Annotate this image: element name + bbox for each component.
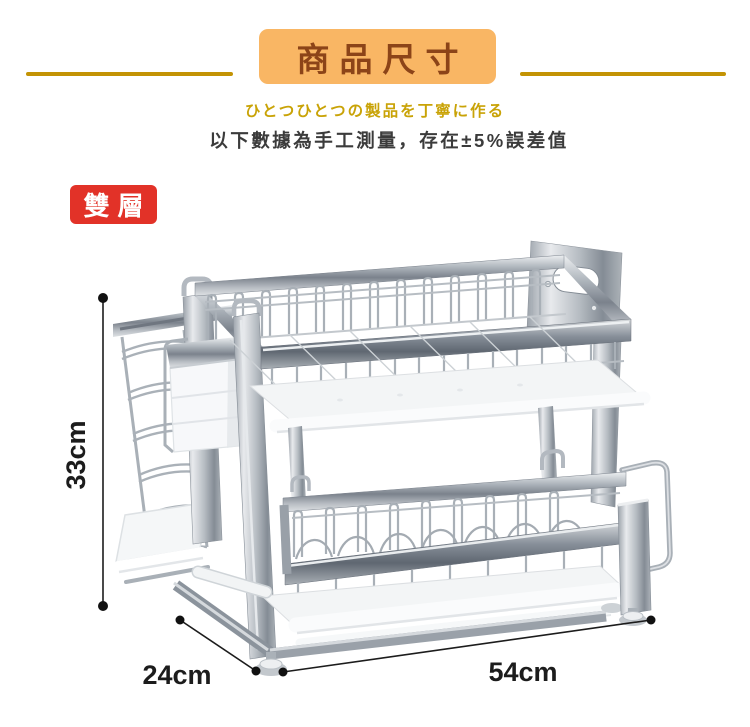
front-right-post — [617, 459, 673, 626]
dimension-lines — [98, 293, 656, 677]
width-dimension-line — [282, 619, 652, 673]
tier-badge: 雙層 — [70, 185, 157, 224]
depth-dimension-line — [179, 619, 257, 672]
gold-divider-left — [26, 72, 233, 76]
tagline-japanese: ひとつひとつの製品を丁寧に作る — [244, 101, 506, 120]
base-frame — [172, 565, 607, 660]
drain-tray-upper: ) — [248, 359, 651, 434]
drain-tray-lower — [260, 565, 628, 650]
bottom-basket — [279, 471, 630, 607]
utensil-cup — [163, 337, 242, 454]
tier-badge-label: 雙層 — [83, 191, 152, 221]
measurement-note: 以下數據為手工測量，存在±5%誤差值 — [209, 130, 569, 151]
tier-hanger-posts — [288, 406, 565, 504]
section-title-banner: 商品尺寸 — [259, 29, 496, 84]
dimension-height-label: 33cm — [61, 420, 91, 490]
dimension-depth-label: 24cm — [142, 660, 212, 690]
gold-divider-right — [520, 72, 726, 76]
top-basket — [194, 254, 631, 369]
dimension-width-label: 54cm — [488, 657, 558, 687]
page-title: 商品尺寸 — [296, 40, 469, 78]
